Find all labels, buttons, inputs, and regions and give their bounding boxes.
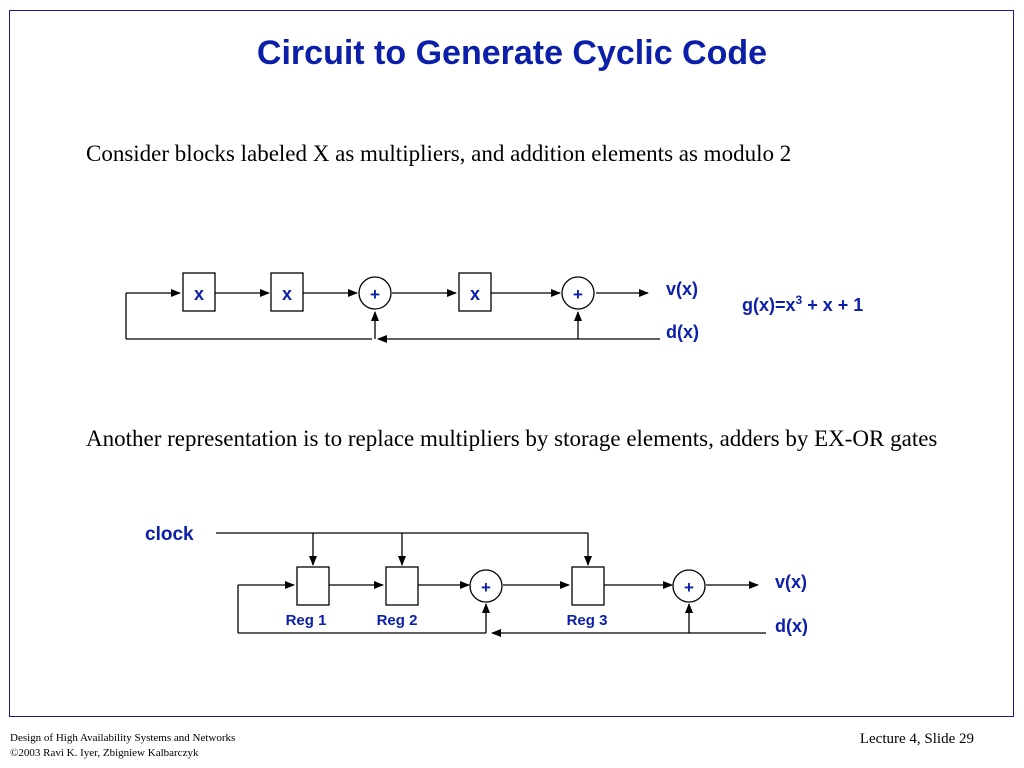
polynomial-base: g(x)=x bbox=[742, 295, 796, 315]
multiplier-label: x bbox=[282, 284, 292, 304]
register-block-1 bbox=[296, 566, 330, 606]
adder-label: + bbox=[573, 285, 583, 304]
reg2-label: Reg 2 bbox=[377, 612, 418, 629]
adder-circle-1 bbox=[358, 276, 392, 310]
slide-title: Circuit to Generate Cyclic Code bbox=[256, 34, 768, 72]
input-label: d(x) bbox=[775, 616, 808, 636]
register-block-3 bbox=[571, 566, 605, 606]
multiplier-block-1 bbox=[182, 272, 216, 312]
adder-circle-2 bbox=[561, 276, 595, 310]
multiplier-label: x bbox=[194, 284, 204, 304]
output-label: v(x) bbox=[775, 572, 807, 592]
adder-label: + bbox=[370, 285, 380, 304]
xor-gate-1 bbox=[469, 569, 503, 603]
body-text-multipliers: Consider blocks labeled X as multipliers… bbox=[86, 141, 792, 166]
polynomial-exponent: 3 bbox=[796, 293, 803, 307]
input-label: d(x) bbox=[666, 322, 699, 342]
generator-polynomial: g(x)=x3 + x + 1 bbox=[742, 293, 863, 315]
reg3-label: Reg 3 bbox=[567, 612, 608, 629]
clock-label: clock bbox=[145, 524, 194, 545]
footer-course: Design of High Availability Systems and … bbox=[10, 732, 236, 744]
multiplier-block-2 bbox=[270, 272, 304, 312]
reg1-label: Reg 1 bbox=[286, 612, 327, 629]
footer-course-info: Design of High Availability Systems and … bbox=[10, 731, 235, 761]
multiplier-label: x bbox=[470, 284, 480, 304]
diagram-2 bbox=[216, 532, 766, 637]
body-text-storage: Another representation is to replace mul… bbox=[86, 426, 938, 451]
diagram-1 bbox=[125, 272, 660, 343]
adder-label: + bbox=[481, 578, 491, 597]
polynomial-rest: + x + 1 bbox=[802, 295, 863, 315]
adder-label: + bbox=[684, 578, 694, 597]
footer-slide-number: Lecture 4, Slide 29 bbox=[859, 731, 974, 747]
slide-frame bbox=[9, 10, 1014, 717]
xor-gate-2 bbox=[672, 569, 706, 603]
register-block-2 bbox=[385, 566, 419, 606]
output-label: v(x) bbox=[666, 279, 698, 299]
footer-copyright: ©2003 Ravi K. Iyer, Zbigniew Kalbarczyk bbox=[10, 747, 199, 759]
multiplier-block-3 bbox=[458, 272, 492, 312]
